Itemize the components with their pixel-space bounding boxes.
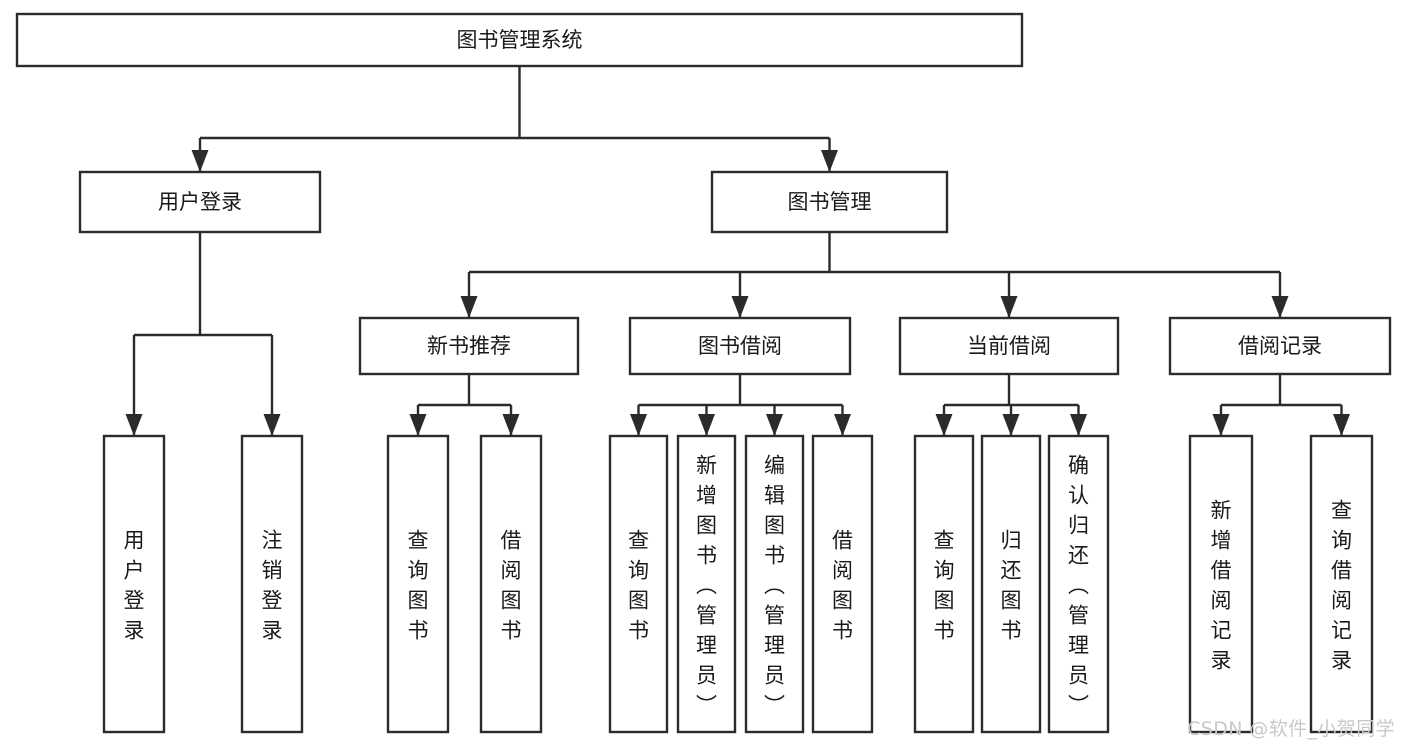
- node-label: 新增图书︵管理员︶: [696, 453, 717, 717]
- node-box: [744, 434, 805, 734]
- node-box: [1168, 316, 1392, 376]
- node-label: 编辑图书︵管理员︶: [764, 453, 785, 717]
- node-leaf-confirm-return[interactable]: 确认归还︵管理员︶: [1047, 434, 1110, 734]
- node-box: [479, 434, 543, 734]
- csdn-watermark: CSDN @软件_小贺同学: [1187, 718, 1395, 740]
- node-box: [1047, 434, 1110, 734]
- node-leaf-add-book[interactable]: 新增图书︵管理员︶: [676, 434, 737, 734]
- node-label: 查询图书: [934, 528, 955, 642]
- node-leaf-borrow-book-b[interactable]: 借阅图书: [811, 434, 874, 734]
- node-user-login[interactable]: 用户登录: [78, 170, 322, 234]
- node-label: 用户登录: [158, 190, 242, 214]
- node-label: 归还图书: [1001, 528, 1022, 642]
- node-leaf-logout[interactable]: 注销登录: [240, 434, 304, 734]
- node-leaf-query-record[interactable]: 查询借阅记录: [1309, 434, 1374, 734]
- node-leaf-user-login[interactable]: 用户登录: [102, 434, 166, 734]
- node-leaf-borrow-book-a[interactable]: 借阅图书: [479, 434, 543, 734]
- node-box: [811, 434, 874, 734]
- node-leaf-query-book-a[interactable]: 查询图书: [386, 434, 450, 734]
- node-label: 查询图书: [628, 528, 649, 642]
- node-label: 图书借阅: [698, 334, 782, 358]
- node-label: 借阅图书: [501, 528, 522, 642]
- node-label: 图书管理: [788, 190, 872, 214]
- node-box: [78, 170, 322, 234]
- node-box: [386, 434, 450, 734]
- node-box: [710, 170, 949, 234]
- node-box: [15, 12, 1024, 68]
- node-leaf-query-book-c[interactable]: 查询图书: [913, 434, 975, 734]
- node-box: [898, 316, 1120, 376]
- node-box: [358, 316, 580, 376]
- node-current-borrow[interactable]: 当前借阅: [898, 316, 1120, 376]
- node-box: [1188, 434, 1254, 734]
- node-label: 借阅记录: [1238, 334, 1322, 358]
- node-box: [608, 434, 669, 734]
- node-box: [102, 434, 166, 734]
- node-label: 查询借阅记录: [1331, 498, 1352, 672]
- connector-layer: [125, 66, 1350, 436]
- node-leaf-edit-book[interactable]: 编辑图书︵管理员︶: [744, 434, 805, 734]
- node-label: 注销登录: [262, 528, 283, 642]
- node-leaf-return-book[interactable]: 归还图书: [980, 434, 1042, 734]
- node-label: 当前借阅: [967, 334, 1051, 358]
- node-label: 查询图书: [408, 528, 429, 642]
- node-box: [913, 434, 975, 734]
- node-borrow-record[interactable]: 借阅记录: [1168, 316, 1392, 376]
- node-box: [628, 316, 852, 376]
- node-label: 确认归还︵管理员︶: [1068, 453, 1089, 717]
- node-box: [1309, 434, 1374, 734]
- node-label: 新增借阅记录: [1211, 498, 1232, 672]
- node-book-borrow[interactable]: 图书借阅: [628, 316, 852, 376]
- node-box: [240, 434, 304, 734]
- node-label: 借阅图书: [832, 528, 853, 642]
- node-layer: 图书管理系统用户登录图书管理新书推荐图书借阅当前借阅借阅记录用户登录注销登录查询…: [15, 12, 1392, 734]
- node-label: 新书推荐: [427, 334, 511, 358]
- node-root[interactable]: 图书管理系统: [15, 12, 1024, 68]
- node-label: 图书管理系统: [457, 28, 583, 52]
- node-label: 用户登录: [124, 528, 145, 642]
- node-box: [676, 434, 737, 734]
- node-leaf-query-book-b[interactable]: 查询图书: [608, 434, 669, 734]
- node-new-book-rec[interactable]: 新书推荐: [358, 316, 580, 376]
- node-leaf-add-record[interactable]: 新增借阅记录: [1188, 434, 1254, 734]
- node-book-manage[interactable]: 图书管理: [710, 170, 949, 234]
- node-box: [980, 434, 1042, 734]
